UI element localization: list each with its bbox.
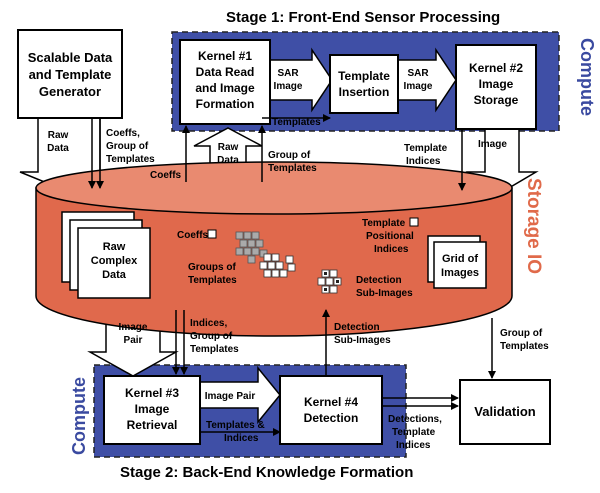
coeffs-square <box>207 229 217 239</box>
validation-label: Validation <box>474 404 535 419</box>
template-indices-b: Indices <box>406 156 441 167</box>
sar-image-2-b: Image <box>404 81 433 92</box>
coeffs-group-gen-c: Templates <box>106 154 155 165</box>
generator-label-1: Scalable Data <box>28 50 113 65</box>
image-pair-down-a: Image <box>119 322 148 333</box>
validation-box <box>459 379 551 445</box>
image-k2: Image <box>478 139 507 150</box>
detection-subimages-label-2: Sub-Images <box>356 288 413 299</box>
raw-data-k1-a: Raw <box>218 142 239 153</box>
group-templates-k1-b: Templates <box>268 163 317 174</box>
template-insertion-box <box>329 54 399 114</box>
kernel3-label-3: Retrieval <box>127 418 178 432</box>
indices-group-a: Indices, <box>190 318 227 329</box>
kernel2-box <box>455 44 537 130</box>
detections-a: Detections, <box>388 414 442 425</box>
detection-up-a: Detection <box>334 322 380 333</box>
kernel1-label-3: and Image <box>195 81 255 95</box>
sar-image-2-a: SAR <box>407 68 429 79</box>
template-tiles-white <box>259 253 296 278</box>
group-templates-k1-a: Group of <box>268 150 311 161</box>
kernel3-label-2: Image <box>135 402 170 416</box>
detections-b: Template <box>392 427 436 438</box>
groups-of-templates-label-2: Templates <box>188 275 237 286</box>
kernel2-label-1: Kernel #2 <box>469 61 523 75</box>
raw-data-gen-a: Raw <box>48 130 69 141</box>
arrow-ti-k2 <box>397 47 457 113</box>
template-positional-label-2: Positional <box>366 231 414 242</box>
grid-of-images-label-2: Images <box>441 267 479 279</box>
coeffs-group-gen-a: Coeffs, <box>106 128 140 139</box>
raw-complex-label-1: Raw <box>103 241 126 253</box>
compute-label-bottom: Compute <box>69 377 89 455</box>
kernel1-label-4: Formation <box>196 97 255 111</box>
coeffs-group-gen-b: Group of <box>106 141 149 152</box>
kernel2-label-3: Storage <box>474 93 519 107</box>
raw-data-k1-b: Data <box>217 155 239 166</box>
template-indices-a: Template <box>404 143 448 154</box>
arrow-k3-k4 <box>199 365 281 425</box>
template-positional-label-1: Template <box>362 218 406 229</box>
kernel4-label-2: Detection <box>304 411 359 425</box>
storage-io-label: Storage IO <box>523 178 544 274</box>
kernel3-box <box>103 375 201 445</box>
arrow-k1-ti <box>269 47 333 113</box>
grid-of-images-stack <box>427 235 487 289</box>
sar-image-1-b: Image <box>274 81 303 92</box>
compute-label-top: Compute <box>577 38 597 116</box>
thin-arrows <box>88 114 496 436</box>
sar-image-1-a: SAR <box>277 68 299 79</box>
stage1-title: Stage 1: Front-End Sensor Processing <box>226 9 500 26</box>
indices-group-c: Templates <box>190 344 239 355</box>
generator-label-3: Generator <box>39 84 101 99</box>
stage2-title: Stage 2: Back-End Knowledge Formation <box>120 464 413 481</box>
raw-complex-label-3: Data <box>102 269 127 281</box>
raw-complex-label-2: Complex <box>91 255 138 267</box>
image-pair-down-b: Pair <box>124 335 143 346</box>
templates-indices-k3-b: Indices <box>224 433 259 444</box>
storage-coeffs-label: Coeffs <box>177 230 209 241</box>
templates-indices-k3-a: Templates & <box>206 420 265 431</box>
kernel3-label-1: Kernel #3 <box>125 386 179 400</box>
kernel1-label-1: Kernel #1 <box>198 49 252 63</box>
raw-data-gen-b: Data <box>47 143 69 154</box>
coeffs-up: Coeffs <box>150 170 182 181</box>
generator-label-2: and Template <box>29 67 112 82</box>
detection-subimages-label-1: Detection <box>356 275 402 286</box>
template-insertion-label-1: Template <box>338 69 390 83</box>
arrow-labels: SAR Image SAR Image Templates Raw Data C… <box>47 68 549 451</box>
generator-box <box>17 29 123 119</box>
detection-up-b: Sub-Images <box>334 335 391 346</box>
kernel1-box <box>179 39 271 125</box>
kernel4-label-1: Kernel #4 <box>304 395 358 409</box>
template-insertion-label-2: Insertion <box>339 85 390 99</box>
grid-of-images-label-1: Grid of <box>442 253 478 265</box>
template-positional-label-3: Indices <box>374 244 409 255</box>
raw-complex-data-stack <box>61 211 151 299</box>
indices-group-b: Group of <box>190 331 233 342</box>
group-templates-val-b: Templates <box>500 341 549 352</box>
template-positional-square <box>409 217 419 227</box>
kernel2-label-2: Image <box>479 77 514 91</box>
image-pair-k3: Image Pair <box>205 391 256 402</box>
detections-c: Indices <box>396 440 431 451</box>
groups-of-templates-label-1: Groups of <box>188 262 236 273</box>
kernel4-box <box>279 375 383 445</box>
template-tiles-gray <box>235 231 268 264</box>
kernel1-label-2: Data Read <box>196 65 255 79</box>
detection-tiles-dark <box>324 272 339 291</box>
templates-k1: Templates <box>272 117 321 128</box>
group-templates-val-a: Group of <box>500 328 543 339</box>
